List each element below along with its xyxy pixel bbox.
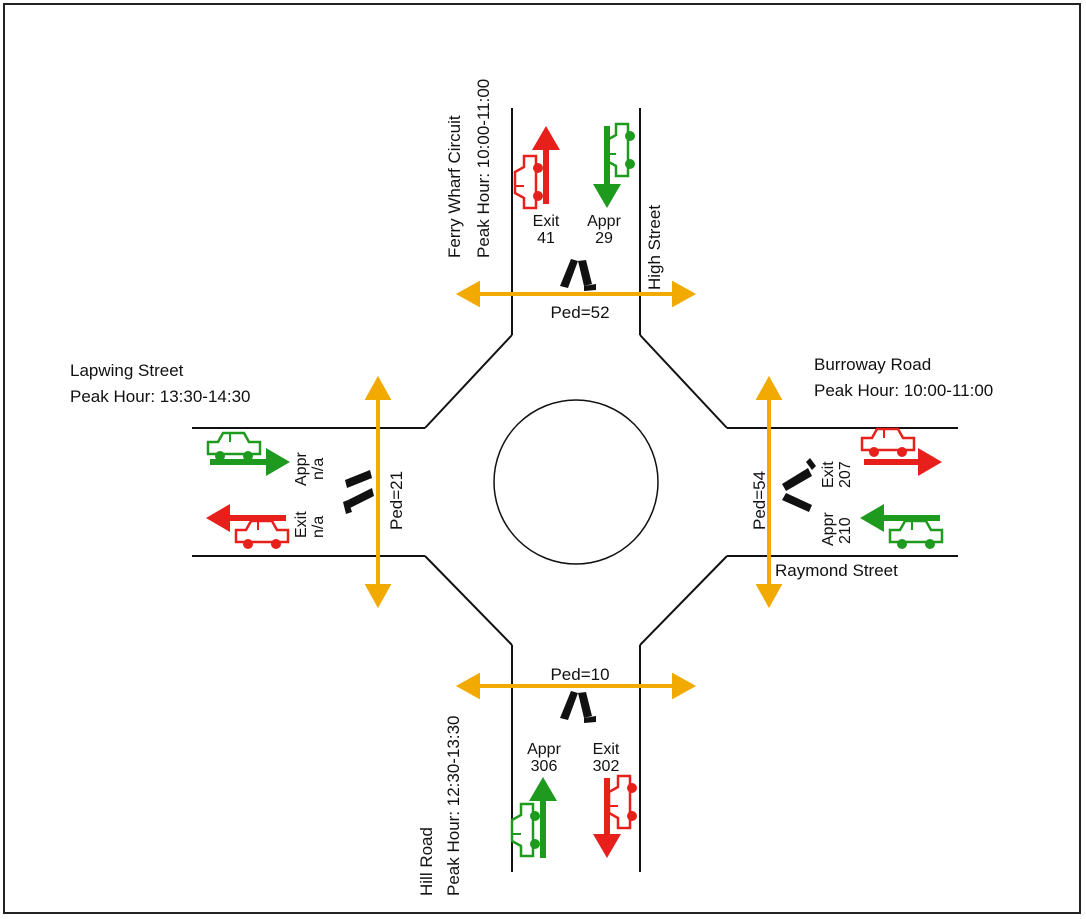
north-street-name: Ferry Wharf Circuit — [445, 115, 464, 258]
south-exit-label: Exit — [593, 741, 620, 758]
east-secondary-street: Raymond Street — [775, 561, 898, 580]
east-appr-count: 210 — [837, 517, 854, 544]
east-ped-count: Ped=54 — [750, 471, 769, 530]
west-exit-count: n/a — [310, 516, 327, 538]
north-peak-hour: Peak Hour: 10:00-11:00 — [474, 79, 493, 258]
east-exit-count: 207 — [837, 461, 854, 488]
north-secondary-street: High Street — [645, 205, 664, 290]
east-peak-hour: Peak Hour: 10:00-11:00 — [814, 381, 993, 400]
north-ped-count: Ped=52 — [550, 303, 609, 322]
central-island — [493, 399, 659, 565]
pedestrian-icon — [560, 691, 596, 723]
west-ped-count: Ped=21 — [387, 471, 406, 530]
west-peak-hour: Peak Hour: 13:30-14:30 — [70, 387, 251, 406]
west-street-name: Lapwing Street — [70, 361, 184, 380]
west-exit-arrow — [206, 504, 290, 551]
south-exit-arrow — [593, 774, 639, 858]
south-peak-hour: Peak Hour: 12:30-13:30 — [444, 715, 463, 896]
pedestrian-icon — [560, 259, 596, 291]
south-appr-count: 306 — [531, 758, 558, 775]
north-approach-arrow — [593, 122, 637, 208]
north-exit-arrow — [513, 126, 560, 210]
east-exit-label: Exit — [820, 461, 837, 488]
east-appr-label: Appr — [820, 512, 837, 546]
west-approach-arrow — [206, 431, 290, 476]
north-exit-label: Exit — [533, 213, 560, 230]
east-approach-arrow — [860, 504, 944, 551]
west-exit-label: Exit — [293, 511, 310, 538]
pedestrian-icon — [782, 458, 816, 512]
south-ped-count: Ped=10 — [550, 665, 609, 684]
diagram-frame — [3, 3, 1081, 914]
west-appr-count: n/a — [310, 458, 327, 480]
west-appr-label: Appr — [293, 452, 310, 486]
south-approach-arrow — [510, 777, 557, 858]
north-appr-label: Appr — [587, 213, 621, 230]
east-street-name: Burroway Road — [814, 355, 931, 374]
ped-crossing-arrows — [364, 280, 783, 700]
east-exit-arrow — [860, 427, 942, 476]
road-outline — [192, 108, 958, 872]
pedestrian-icon — [343, 470, 374, 514]
south-appr-label: Appr — [527, 741, 561, 758]
north-exit-count: 41 — [537, 230, 555, 247]
north-appr-count: 29 — [595, 230, 613, 247]
south-exit-count: 302 — [593, 758, 620, 775]
south-street-name: Hill Road — [417, 827, 436, 896]
